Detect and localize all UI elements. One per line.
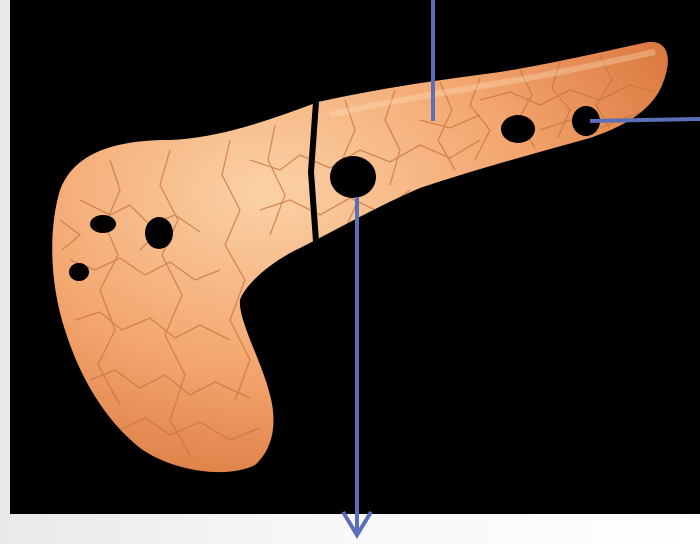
lesion-body xyxy=(330,156,376,198)
lesion-head-2 xyxy=(145,217,173,249)
lesion-head-1 xyxy=(90,215,116,233)
lesion-tail-1 xyxy=(501,115,535,143)
lesion-head-3 xyxy=(69,263,89,281)
pointer-line-right xyxy=(590,119,700,121)
